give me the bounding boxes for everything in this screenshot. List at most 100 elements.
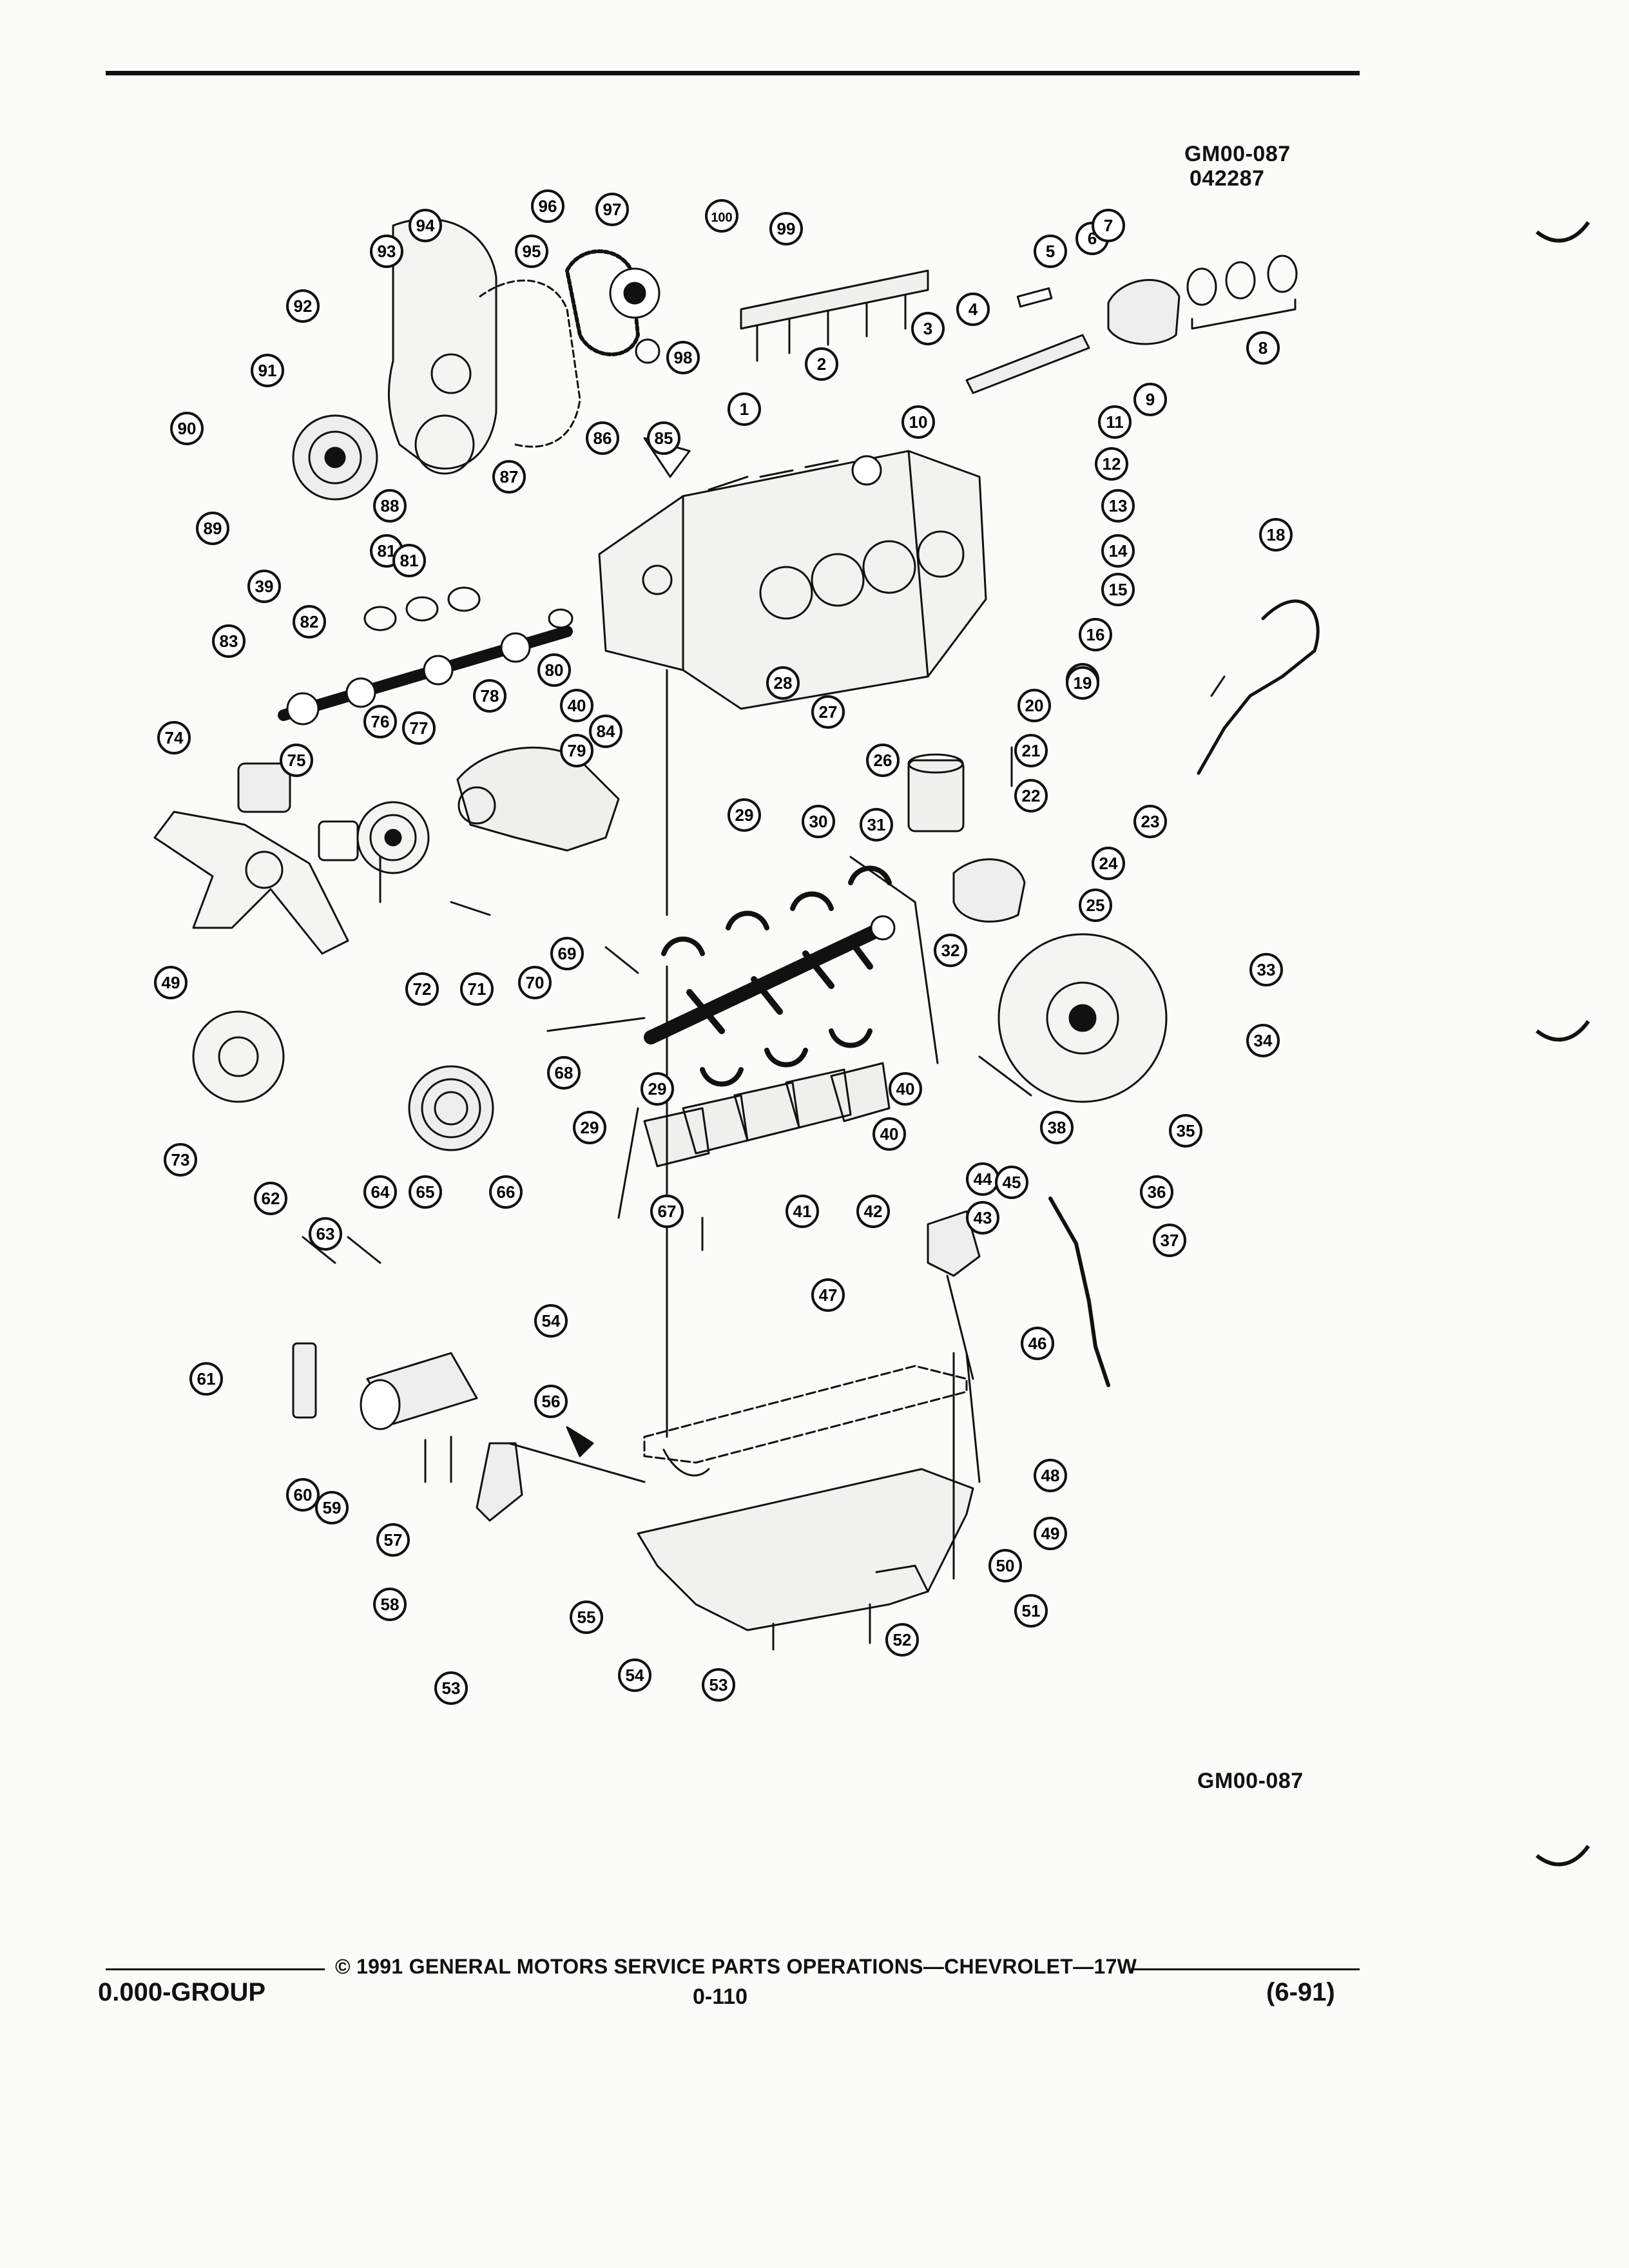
callout-40: 40: [872, 1117, 906, 1151]
callout-64: 64: [363, 1175, 397, 1209]
callout-61: 61: [189, 1362, 223, 1396]
callout-number: 40: [568, 696, 586, 715]
wiring-harness: [1197, 599, 1320, 775]
rear-seal-retainer: [952, 858, 1026, 923]
binder-hole-mark: [1536, 221, 1590, 243]
callout-63: 63: [309, 1217, 342, 1251]
callout-number: 76: [371, 712, 390, 731]
timing-gasket: [479, 279, 581, 448]
header-rule: [106, 71, 1360, 75]
callout-number: 39: [255, 577, 274, 596]
callout-number: 37: [1161, 1231, 1179, 1250]
callout-number: 84: [597, 722, 615, 741]
callout-number: 48: [1041, 1466, 1060, 1485]
callout-50: 50: [988, 1549, 1022, 1582]
callout-number: 49: [162, 973, 180, 992]
callout-37: 37: [1153, 1224, 1186, 1257]
callout-53: 53: [702, 1668, 735, 1702]
callout-number: 4: [969, 300, 978, 319]
callout-44: 44: [966, 1162, 999, 1196]
callout-number: 63: [316, 1224, 335, 1244]
callout-89: 89: [196, 512, 229, 545]
callout-79: 79: [560, 734, 593, 767]
binder-hole-mark: [1536, 1845, 1590, 1867]
callout-number: 21: [1022, 741, 1041, 760]
callout-20: 20: [1017, 689, 1051, 722]
callout-36: 36: [1140, 1175, 1173, 1209]
callout-number: 96: [539, 197, 557, 216]
callout-number: 46: [1028, 1334, 1047, 1353]
revision-date: (6-91): [1266, 1978, 1335, 2006]
callout-33: 33: [1249, 953, 1283, 986]
callout-number: 79: [568, 741, 586, 760]
footer-rule-left: [106, 1968, 325, 1970]
callout-49: 49: [1034, 1517, 1067, 1550]
callout-number: 27: [819, 702, 838, 722]
callout-number: 71: [468, 979, 487, 999]
callout-16: 16: [1079, 618, 1112, 651]
callout-number: 90: [178, 419, 197, 438]
callout-49: 49: [154, 966, 188, 999]
callout-35: 35: [1169, 1114, 1202, 1148]
callout-41: 41: [786, 1195, 819, 1228]
callout-54: 54: [534, 1304, 568, 1338]
callout-69: 69: [550, 937, 584, 970]
callout-77: 77: [402, 711, 436, 745]
callout-21: 21: [1014, 734, 1048, 767]
callout-67: 67: [650, 1195, 684, 1228]
callout-number: 99: [777, 219, 796, 238]
callout-88: 88: [373, 489, 407, 523]
callout-71: 71: [460, 972, 494, 1006]
callout-number: 44: [974, 1169, 992, 1189]
callout-74: 74: [157, 721, 191, 754]
vibration-damper: [192, 1010, 285, 1103]
callout-number: 8: [1258, 338, 1268, 358]
oil-pan: [637, 1468, 974, 1631]
callout-number: 28: [774, 673, 793, 693]
callout-number: 5: [1046, 242, 1055, 261]
callout-number: 43: [974, 1208, 992, 1227]
callout-number: 68: [555, 1063, 574, 1082]
callout-number: 10: [909, 412, 928, 432]
callout-8: 8: [1246, 331, 1280, 365]
date-code: 042287: [1190, 166, 1265, 191]
callout-70: 70: [518, 966, 552, 999]
callout-100: 100: [705, 199, 738, 233]
callout-87: 87: [492, 460, 526, 494]
callout-1: 1: [728, 392, 761, 426]
callout-number: 83: [220, 631, 238, 651]
callout-99: 99: [769, 212, 803, 245]
callout-42: 42: [856, 1195, 890, 1228]
callout-10: 10: [901, 405, 935, 439]
callout-2: 2: [805, 347, 838, 381]
callout-number: 59: [323, 1498, 342, 1517]
callout-86: 86: [586, 421, 619, 455]
callout-number: 72: [413, 979, 432, 999]
callout-number: 53: [442, 1678, 461, 1698]
callout-95: 95: [515, 235, 548, 268]
callout-number: 56: [542, 1392, 561, 1411]
callout-number: 22: [1022, 786, 1041, 805]
callout-number: 51: [1022, 1601, 1041, 1620]
callout-26: 26: [866, 744, 900, 777]
callout-23: 23: [1133, 805, 1167, 838]
main-bearing-caps: [643, 1062, 891, 1168]
callout-number: 78: [481, 686, 499, 706]
pan-arrow: [566, 1426, 594, 1457]
callout-40: 40: [560, 689, 593, 722]
callout-29: 29: [641, 1072, 674, 1106]
callout-52: 52: [885, 1623, 919, 1657]
callout-number: 29: [648, 1079, 667, 1099]
callout-56: 56: [534, 1385, 568, 1418]
callout-14: 14: [1101, 534, 1135, 568]
callout-number: 74: [165, 728, 184, 747]
callout-43: 43: [966, 1201, 999, 1235]
callout-number: 75: [287, 751, 306, 770]
callout-68: 68: [547, 1056, 581, 1090]
callout-number: 45: [1003, 1173, 1021, 1192]
starter-shield: [292, 1342, 317, 1419]
callout-number: 25: [1086, 896, 1105, 915]
callout-94: 94: [409, 209, 442, 242]
